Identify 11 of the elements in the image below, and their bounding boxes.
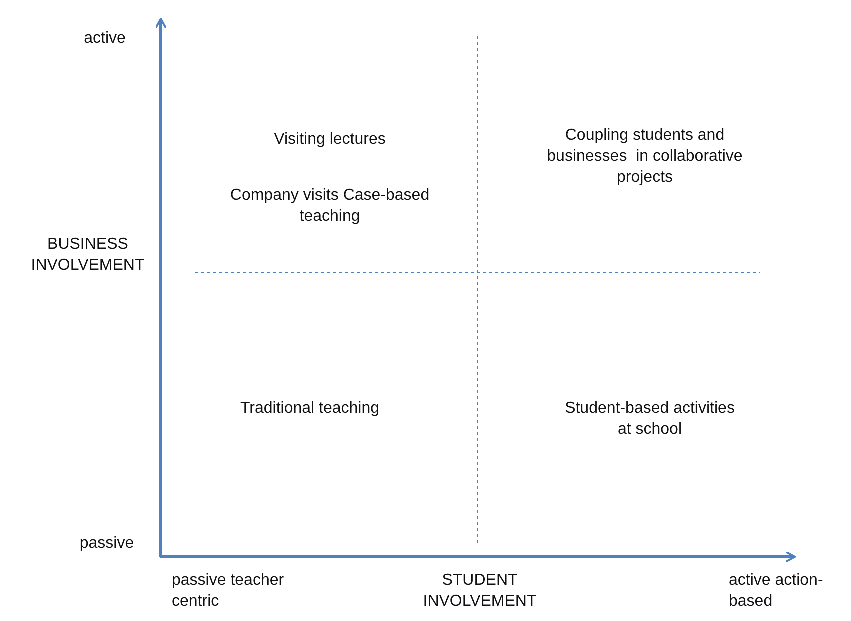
axis-label: active: [83, 29, 127, 49]
axis-title: STUDENT INVOLVEMENT: [422, 571, 538, 612]
axis-label: passive: [78, 534, 136, 554]
axis-label: active action-based: [729, 571, 824, 612]
quadrant-text: Visiting lectures: [273, 130, 387, 150]
quadrant-text: Company visits Case-based teaching: [229, 186, 431, 227]
axis-title: BUSINESS INVOLVEMENT: [30, 235, 146, 276]
quadrant-text: Coupling students and businesses in collaborative projects: [546, 126, 744, 188]
quadrant-text: Student-based activities at school: [564, 399, 736, 440]
quadrant-text: Traditional teaching: [239, 399, 381, 419]
axis-label: passive teacher centric: [172, 571, 286, 612]
